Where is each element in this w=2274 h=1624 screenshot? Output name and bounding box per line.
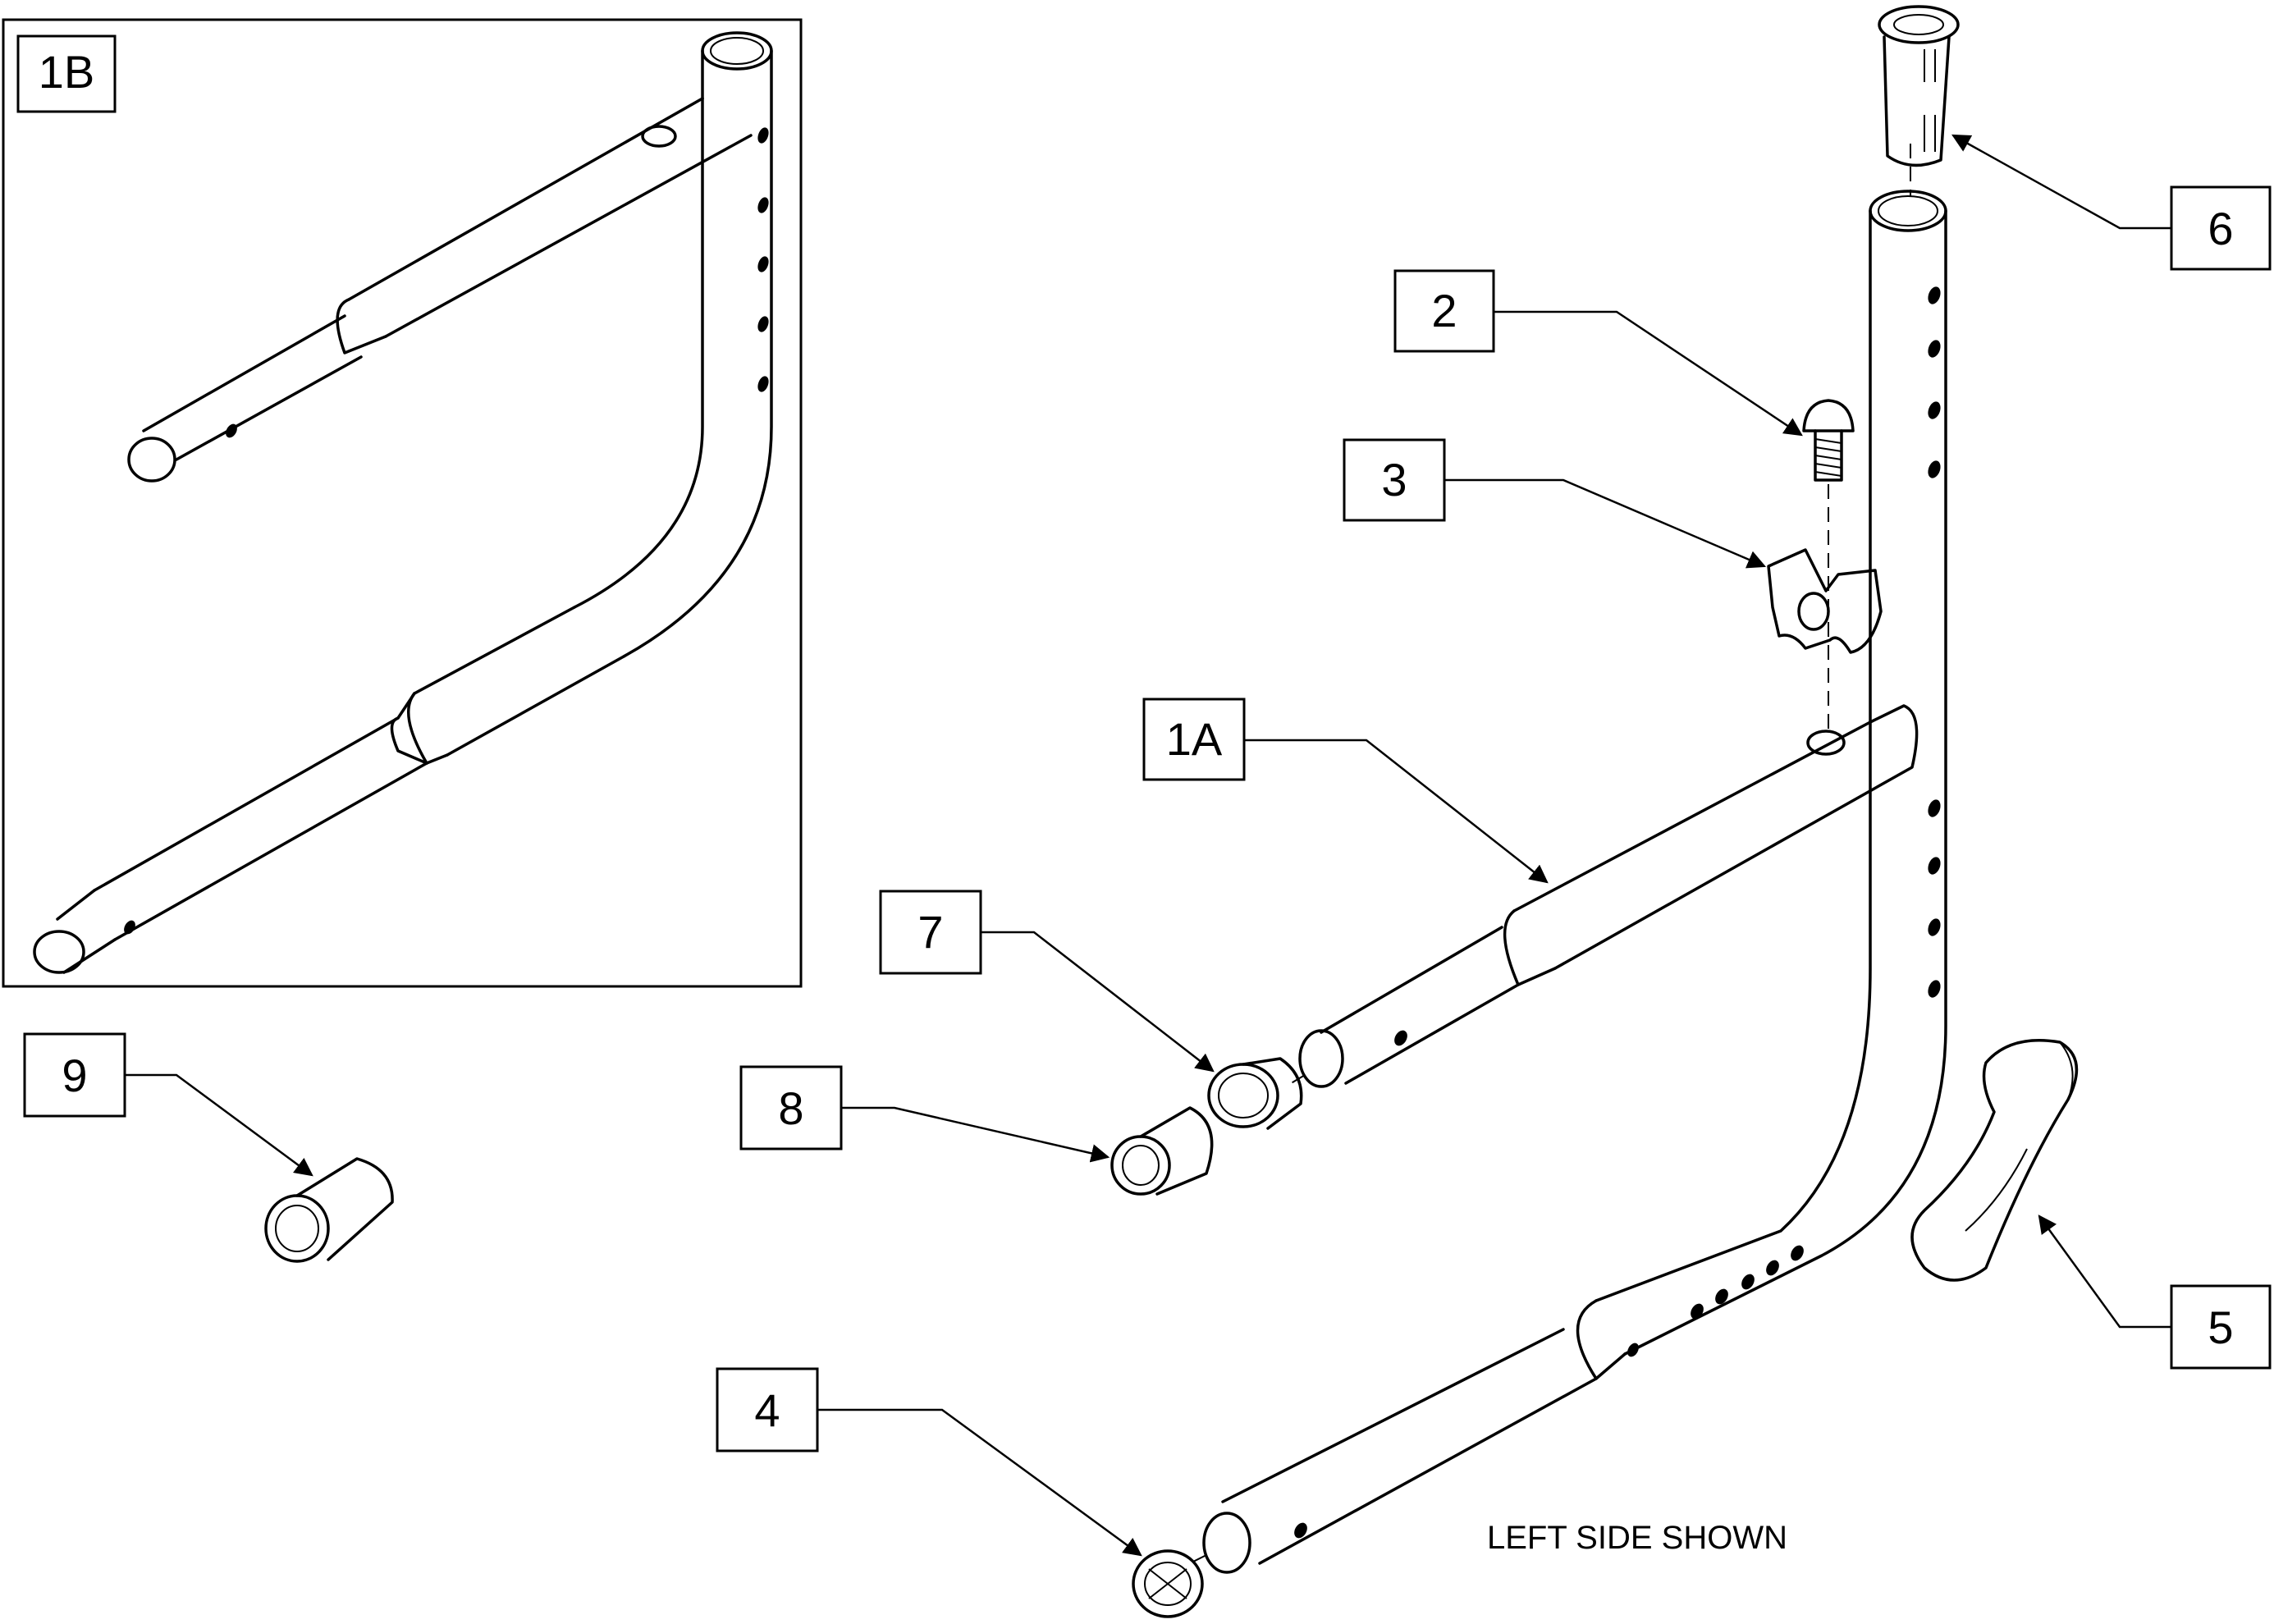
- callout-8-label: 8: [778, 1082, 803, 1134]
- callout-2-label: 2: [1431, 285, 1457, 336]
- callout-3-label: 3: [1381, 454, 1407, 505]
- part-3-clamp: [1767, 548, 1883, 654]
- frame-tube-1a: [1202, 190, 1947, 1574]
- callout-3: 3: [1343, 438, 1767, 569]
- part-6-insert: [1878, 5, 1960, 167]
- part-4-end-cap: [1132, 1549, 1204, 1618]
- callout-4-label: 4: [754, 1384, 780, 1436]
- callout-6-label: 6: [2208, 203, 2233, 254]
- inset-panel-1b: 1B: [2, 18, 803, 988]
- part-7-bearing: [1207, 1057, 1303, 1130]
- callout-9-label: 9: [62, 1050, 87, 1101]
- callout-8: 8: [739, 1065, 1110, 1163]
- callout-4: 4: [716, 1367, 1142, 1557]
- callout-6: 6: [1951, 134, 2272, 271]
- callout-7-label: 7: [917, 906, 943, 958]
- left-side-shown-note: LEFT SIDE SHOWN: [1487, 1520, 1787, 1556]
- part-2-screw: [1802, 399, 1855, 482]
- callout-1a-label: 1A: [1166, 713, 1223, 765]
- callout-7: 7: [879, 890, 1215, 1073]
- callout-5: 5: [2038, 1215, 2272, 1370]
- frame-tube-1b: [33, 31, 773, 974]
- callout-1b-label: 1B: [39, 46, 95, 98]
- callout-9: 9: [23, 1032, 313, 1177]
- part-9-sleeve: [264, 1157, 394, 1263]
- callout-2: 2: [1393, 269, 1803, 437]
- part-8-bushing: [1110, 1106, 1214, 1196]
- callout-5-label: 5: [2208, 1301, 2233, 1353]
- callout-1a: 1A: [1142, 698, 1549, 884]
- part-5-armrest-pad: [1910, 1039, 2079, 1282]
- callout-1b: 1B: [16, 34, 117, 113]
